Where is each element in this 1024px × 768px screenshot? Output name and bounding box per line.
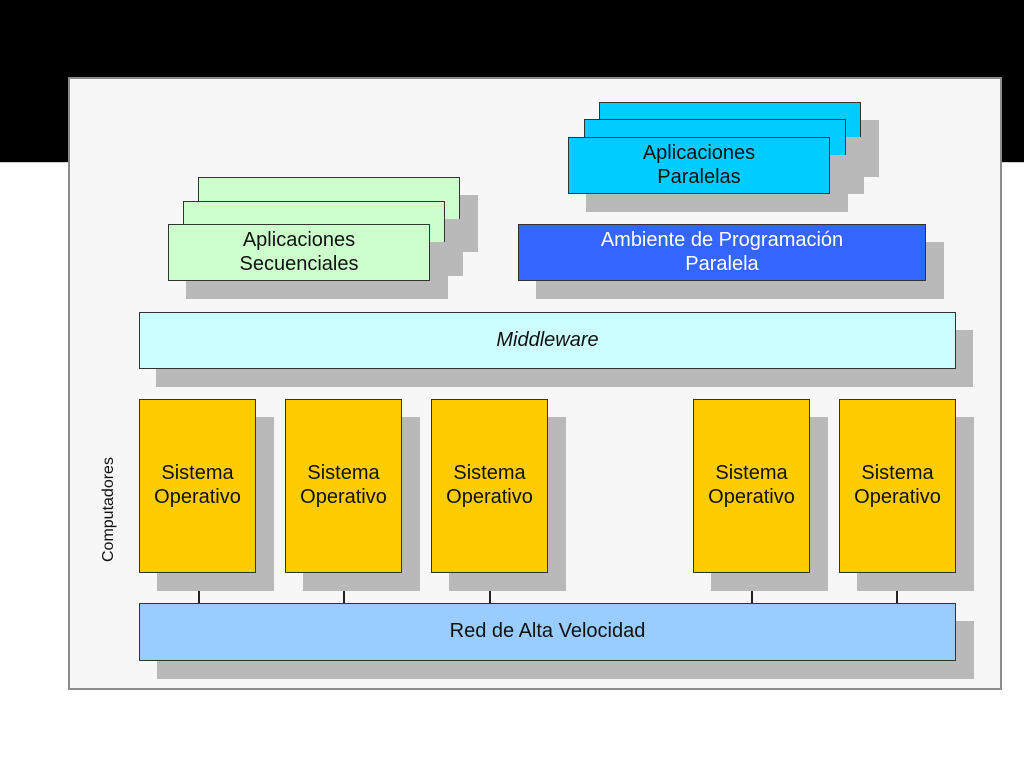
- sequential-apps-box: Aplicaciones Secuenciales: [168, 224, 430, 281]
- os-box-1: Sistema Operativo: [139, 399, 256, 573]
- computers-label: Computadores: [100, 457, 117, 562]
- os-box-3: Sistema Operativo: [431, 399, 548, 573]
- middleware-box: Middleware: [139, 312, 956, 369]
- parallel-apps-box: Aplicaciones Paralelas: [568, 137, 830, 194]
- parallel-env-box: Ambiente de Programación Paralela: [518, 224, 926, 281]
- os-box-2: Sistema Operativo: [285, 399, 402, 573]
- os-box-4: Sistema Operativo: [693, 399, 810, 573]
- os-box-5: Sistema Operativo: [839, 399, 956, 573]
- network-box: Red de Alta Velocidad: [139, 603, 956, 661]
